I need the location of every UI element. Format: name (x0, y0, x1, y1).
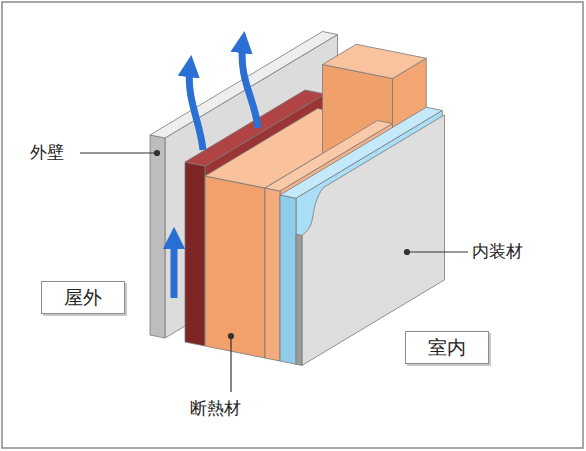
region-label: 屋外 (64, 286, 102, 309)
wall-face (150, 135, 165, 338)
interior-board (302, 115, 445, 366)
region-label: 室内 (428, 336, 466, 359)
part-label: 内装材 (472, 241, 523, 261)
wall-face (323, 44, 427, 78)
wall-face (185, 162, 205, 346)
wall-face (265, 188, 280, 361)
part-label: 断熱材 (190, 398, 241, 418)
region-box: 室内 (405, 331, 489, 364)
region-box: 屋外 (41, 281, 125, 314)
wall-face (296, 234, 302, 365)
part-label: 外壁 (30, 142, 64, 162)
wall-face (205, 176, 265, 358)
wall-face (280, 195, 296, 364)
airflow-arrows (174, 42, 258, 298)
